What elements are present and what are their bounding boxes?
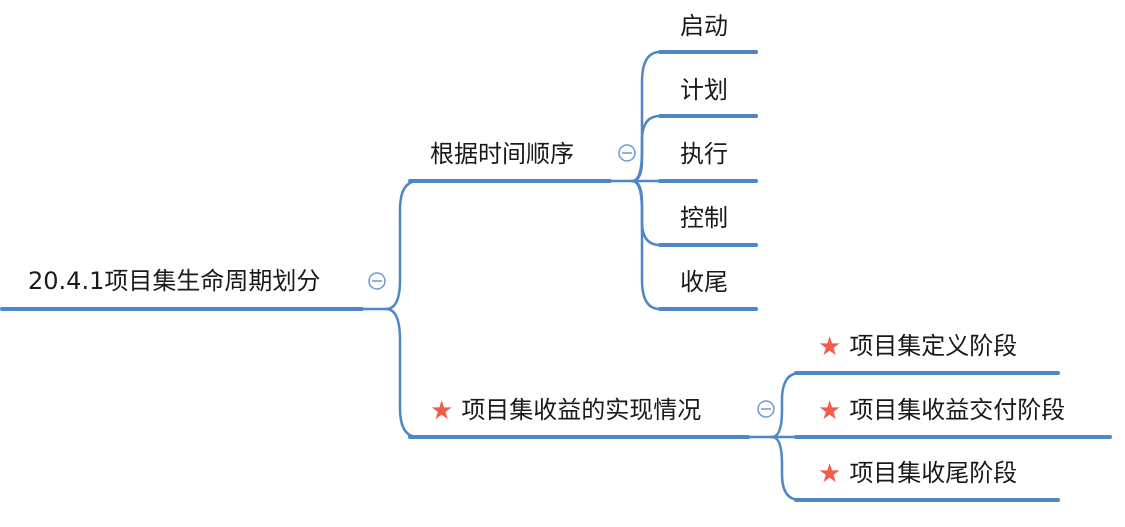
branch-time-node[interactable]: 根据时间顺序	[430, 139, 574, 169]
child-control-node[interactable]: 控制	[680, 203, 728, 233]
root-node-label: 20.4.1项目集生命周期划分	[28, 267, 321, 295]
child-benefit-close-node[interactable]: ★项目集收尾阶段	[818, 458, 1017, 489]
branch-benefit-node[interactable]: ★项目集收益的实现情况	[430, 395, 701, 426]
child-deliver-node[interactable]: ★项目集收益交付阶段	[818, 395, 1065, 426]
connector-time-control	[630, 179, 662, 247]
child-exec-node[interactable]: 执行	[680, 139, 728, 169]
connector-benefit-define	[746, 371, 802, 439]
connector-root-time	[360, 179, 420, 311]
child-plan-node[interactable]: 计划	[680, 75, 728, 105]
child-start-node[interactable]: 启动	[680, 11, 728, 41]
star-icon: ★	[818, 396, 842, 426]
child-benefit-close-label: 项目集收尾阶段	[849, 459, 1018, 487]
child-define-label: 项目集定义阶段	[849, 332, 1018, 360]
time-branch-collapse-toggle[interactable]	[618, 144, 636, 162]
connector-benefit-close	[770, 435, 802, 502]
child-close-label: 收尾	[680, 268, 728, 296]
star-icon: ★	[430, 396, 454, 426]
connector-root-benefit	[384, 307, 420, 439]
root-collapse-toggle[interactable]	[368, 272, 386, 290]
benefit-branch-collapse-toggle[interactable]	[757, 400, 775, 418]
child-control-label: 控制	[680, 204, 728, 232]
star-icon: ★	[818, 459, 842, 489]
child-plan-label: 计划	[680, 76, 728, 104]
connector-time-plan	[630, 114, 662, 183]
child-exec-label: 执行	[680, 140, 728, 168]
star-icon: ★	[818, 332, 842, 362]
branch-benefit-label: 项目集收益的实现情况	[461, 396, 702, 424]
root-node[interactable]: 20.4.1项目集生命周期划分	[28, 266, 320, 296]
branch-time-label: 根据时间顺序	[430, 140, 574, 168]
child-close-node[interactable]: 收尾	[680, 267, 728, 297]
child-deliver-label: 项目集收益交付阶段	[849, 396, 1066, 424]
child-start-label: 启动	[680, 12, 728, 40]
child-define-node[interactable]: ★项目集定义阶段	[818, 331, 1017, 362]
connector-time-close	[630, 179, 662, 311]
